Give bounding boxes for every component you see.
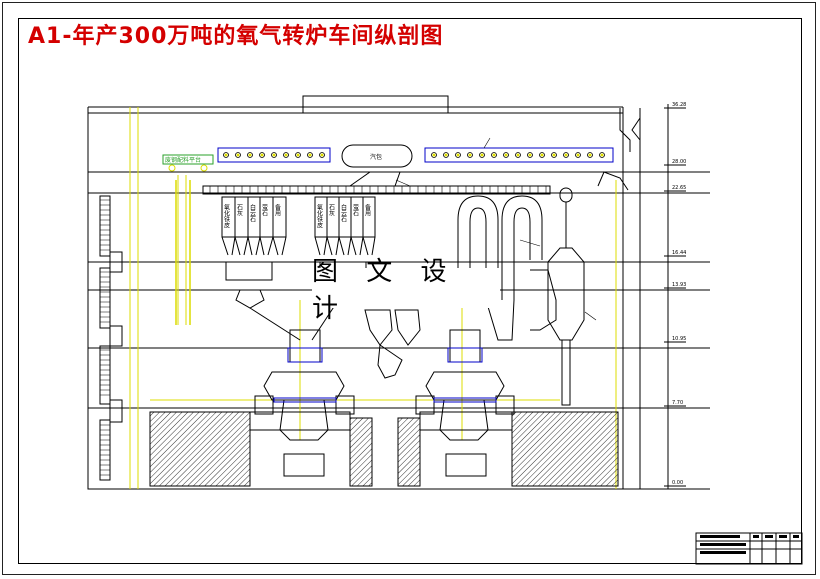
drawing-title: A1-年产300万吨的氧气转炉车间纵剖图 xyxy=(28,24,444,49)
converter-right xyxy=(415,329,515,477)
elevation-label: 22.65 xyxy=(672,185,686,191)
drawing-inner-border xyxy=(18,18,802,564)
scrap-platform-label: 废钢配料平台 xyxy=(165,156,201,164)
elevation-label: 36.28 xyxy=(672,102,686,108)
bin-label: 氧化铁皮 xyxy=(316,203,323,229)
bin-label: 白云石 xyxy=(340,203,347,223)
drum-label: 汽包 xyxy=(370,153,382,161)
right-chute xyxy=(597,171,629,191)
watermark: 图 文 设 计 xyxy=(312,257,500,324)
bin-label: 备用 xyxy=(274,203,281,217)
belt-conveyor xyxy=(202,185,551,195)
crane-right xyxy=(424,147,614,163)
building-outline xyxy=(87,95,710,490)
elevation-label: 28.00 xyxy=(672,159,686,165)
crane-left xyxy=(217,147,331,163)
flue-ducts xyxy=(457,187,585,406)
elevation-label: 7.70 xyxy=(672,400,683,406)
foundations xyxy=(149,411,619,487)
elevation-label: 10.95 xyxy=(672,336,686,342)
bin-label: 备用 xyxy=(364,203,371,217)
elevation-label: 16.44 xyxy=(672,250,686,256)
bin-group-right xyxy=(314,196,376,273)
scrap-platform-box xyxy=(162,154,214,165)
bin-label: 萤石 xyxy=(352,203,359,217)
elevation-label: 13.93 xyxy=(672,282,686,288)
bin-group-left xyxy=(221,196,287,309)
bin-label: 石灰 xyxy=(236,204,243,217)
bin-label: 氧化铁皮 xyxy=(223,203,230,229)
converter-left xyxy=(254,329,355,477)
title-block xyxy=(695,532,803,565)
steam-drum xyxy=(341,144,413,168)
elevation-label: 0.00 xyxy=(672,480,683,486)
left-stairs xyxy=(99,195,123,481)
bin-label: 石灰 xyxy=(328,204,335,217)
bin-label: 白云石 xyxy=(249,203,256,223)
bin-label: 萤石 xyxy=(261,203,268,217)
belt-head xyxy=(349,171,401,187)
elevation-marks xyxy=(664,104,686,489)
